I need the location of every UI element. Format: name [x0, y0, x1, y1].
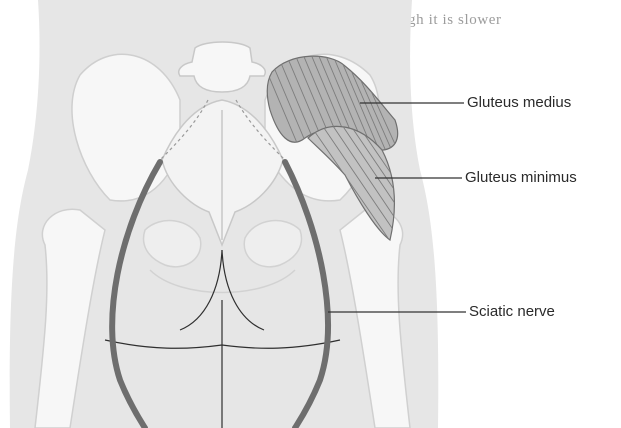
label-gluteus-medius: Gluteus medius — [467, 94, 571, 112]
label-gluteus-minimus: Gluteus minimus — [465, 169, 577, 187]
label-sciatic-nerve: Sciatic nerve — [469, 303, 555, 321]
